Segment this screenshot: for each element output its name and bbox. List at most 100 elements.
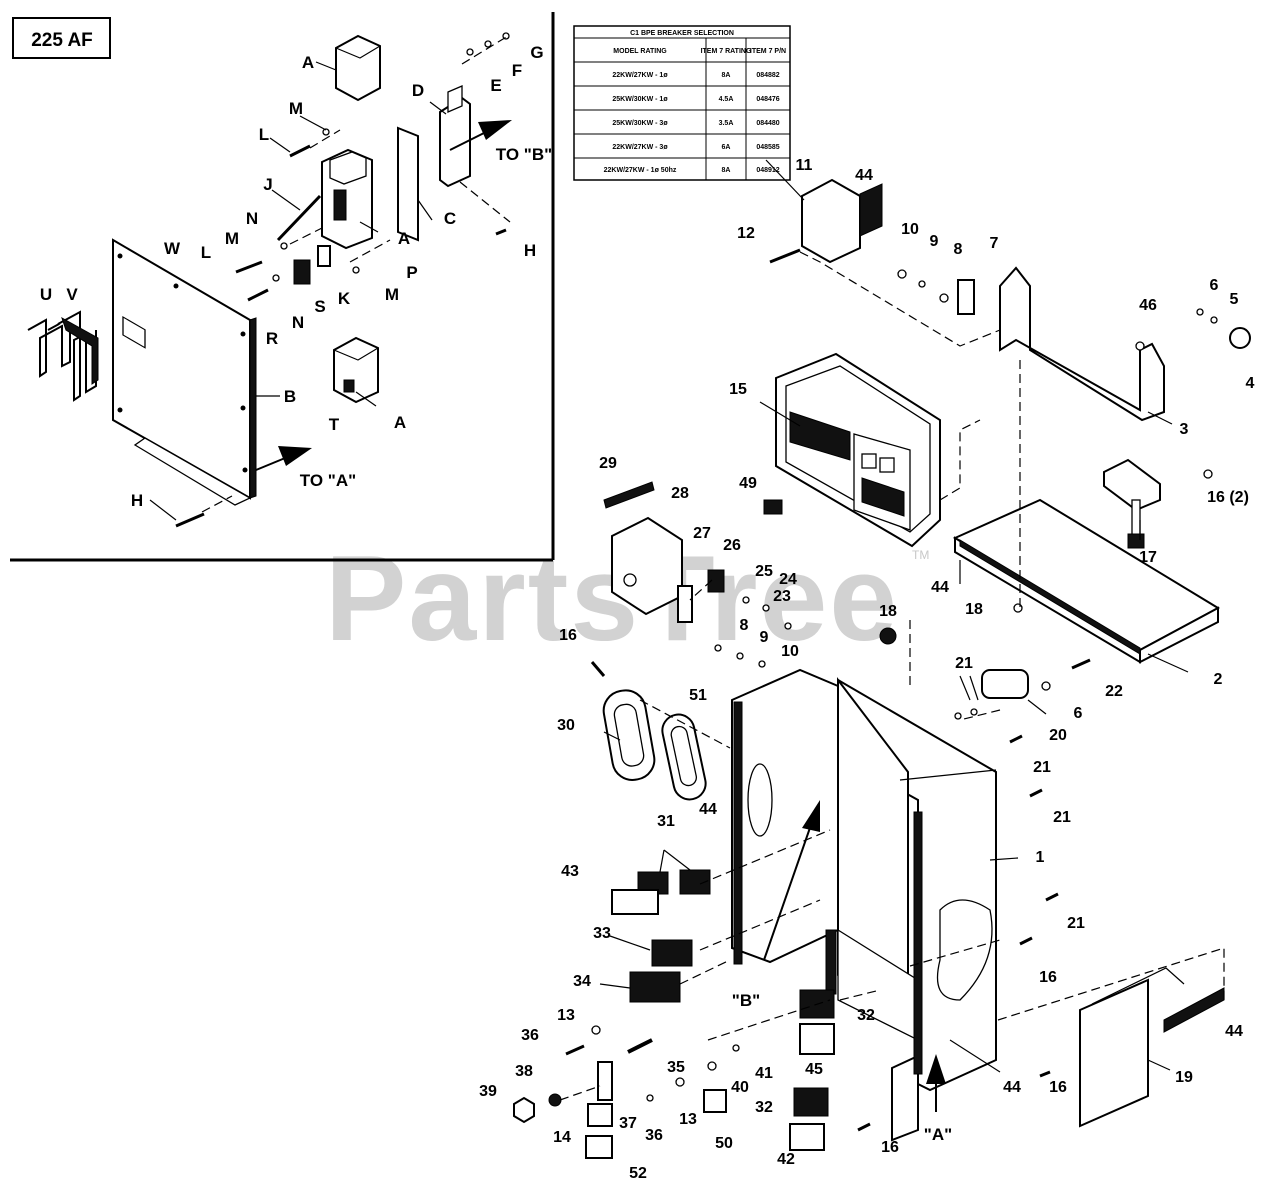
breaker-a bbox=[321, 148, 373, 250]
callout-label: F bbox=[512, 61, 522, 80]
callout-label: 41 bbox=[755, 1065, 773, 1082]
callout-label: 44 bbox=[1003, 1079, 1021, 1096]
callout-label: 42 bbox=[777, 1151, 795, 1168]
callout-label: 16 bbox=[1039, 969, 1057, 986]
callout-label: 19 bbox=[1175, 1069, 1193, 1086]
callout-label: 36 bbox=[521, 1027, 539, 1044]
callout-label: A bbox=[302, 53, 314, 72]
label-43 bbox=[611, 889, 659, 915]
callout-label: 33 bbox=[593, 925, 611, 942]
callout-label: 25 bbox=[755, 563, 773, 580]
callout-label: J bbox=[263, 175, 272, 194]
bracket-3 bbox=[999, 266, 1165, 422]
callout-label: 6 bbox=[1074, 705, 1083, 722]
solenoid-20 bbox=[981, 669, 1029, 699]
tray-2 bbox=[952, 498, 1221, 664]
breaker-7 bbox=[957, 279, 975, 315]
leader-lines bbox=[149, 61, 1189, 1073]
callout-label: 45 bbox=[805, 1061, 823, 1078]
screws bbox=[175, 32, 510, 528]
inset-title: 225 AF bbox=[31, 30, 93, 51]
callout-label: 22 bbox=[1105, 683, 1123, 700]
arrow-b bbox=[763, 800, 820, 961]
nut-38 bbox=[548, 1093, 562, 1107]
callout-label: "B" bbox=[732, 991, 760, 1010]
callout-label: 8 bbox=[954, 241, 963, 258]
callout-label: 40 bbox=[731, 1079, 749, 1096]
callout-label: 7 bbox=[990, 235, 999, 252]
callout-label: 4 bbox=[1246, 375, 1255, 392]
callout-label: 46 bbox=[1139, 297, 1157, 314]
callout-label: 38 bbox=[515, 1063, 533, 1080]
callout-label: 9 bbox=[930, 233, 939, 250]
callout-label: 35 bbox=[667, 1059, 685, 1076]
controller-15 bbox=[775, 352, 941, 548]
callout-label: R bbox=[266, 329, 278, 348]
callout-label: 44 bbox=[931, 579, 949, 596]
table-header: MODEL RATING bbox=[613, 48, 667, 55]
label-50 bbox=[703, 1089, 727, 1113]
terminal-31b bbox=[679, 869, 711, 895]
callout-label: 31 bbox=[657, 813, 675, 830]
table-cell: 22KW/27KW - 1ø 50hz bbox=[604, 167, 677, 174]
part-28 bbox=[603, 481, 683, 616]
bracket-37 bbox=[597, 1061, 613, 1101]
callout-label: 12 bbox=[737, 225, 755, 242]
enclosure-1 bbox=[731, 668, 997, 1142]
part-11 bbox=[801, 178, 883, 264]
callout-label: N bbox=[246, 209, 258, 228]
arrow-to-a bbox=[255, 446, 312, 471]
shield-c bbox=[397, 126, 419, 242]
callout-label: E bbox=[490, 76, 501, 95]
callout-label: 32 bbox=[755, 1099, 773, 1116]
knob-4 bbox=[1229, 327, 1251, 349]
callout-label: 36 bbox=[645, 1127, 663, 1144]
callout-label: P bbox=[406, 263, 417, 282]
callout-label: 11 bbox=[796, 157, 813, 174]
callout-label: 18 bbox=[965, 601, 983, 618]
callout-label: TO "B" bbox=[496, 145, 552, 164]
label-42 bbox=[789, 1123, 825, 1151]
callout-label: "A" bbox=[924, 1125, 952, 1144]
callout-label: 50 bbox=[715, 1135, 733, 1152]
assembly-dashes bbox=[559, 251, 1225, 1101]
table-cell: 8A bbox=[722, 72, 731, 79]
table-cell: 4.5A bbox=[719, 96, 734, 103]
part-17 bbox=[1103, 458, 1161, 549]
callout-label: 16 (2) bbox=[1207, 489, 1249, 506]
terminal-32b bbox=[793, 1087, 829, 1117]
label-52 bbox=[585, 1135, 613, 1159]
callout-labels: A A A B C D E F G H H J K L L M M M N N … bbox=[40, 43, 1255, 1182]
callout-label: L bbox=[201, 243, 211, 262]
callout-label: C bbox=[444, 209, 456, 228]
callout-label: 32 bbox=[857, 1007, 875, 1024]
breaker-selection-table: C1 BPE BREAKER SELECTION MODEL RATING IT… bbox=[573, 25, 791, 181]
table-cell: 3.5A bbox=[719, 120, 734, 127]
grommet-18 bbox=[879, 627, 897, 645]
callout-label: TO "A" bbox=[300, 471, 356, 490]
callout-label: 18 bbox=[879, 603, 897, 620]
callout-label: 44 bbox=[855, 167, 873, 184]
callout-label: 43 bbox=[561, 863, 579, 880]
connector-33 bbox=[651, 939, 693, 967]
callout-label: 21 bbox=[1033, 759, 1051, 776]
callout-label: 26 bbox=[723, 537, 741, 554]
callout-label: M bbox=[385, 285, 399, 304]
table-cell: 048585 bbox=[756, 144, 779, 151]
callout-label: 16 bbox=[559, 627, 577, 644]
part-s bbox=[293, 259, 311, 285]
callout-label: 49 bbox=[739, 475, 757, 492]
callout-label: A bbox=[394, 413, 406, 432]
inset-title-box bbox=[12, 17, 111, 59]
callout-label: 5 bbox=[1230, 291, 1239, 308]
callout-label: 6 bbox=[1210, 277, 1219, 294]
callout-label: 16 bbox=[1049, 1079, 1067, 1096]
callout-label: 51 bbox=[689, 687, 707, 704]
connector-34 bbox=[629, 971, 681, 1003]
callout-label: 28 bbox=[671, 485, 689, 502]
callout-label: D bbox=[412, 81, 424, 100]
part-k bbox=[317, 245, 331, 267]
callout-label: 8 bbox=[740, 617, 749, 634]
callout-label: 16 bbox=[881, 1139, 899, 1156]
plate-b bbox=[112, 238, 257, 506]
